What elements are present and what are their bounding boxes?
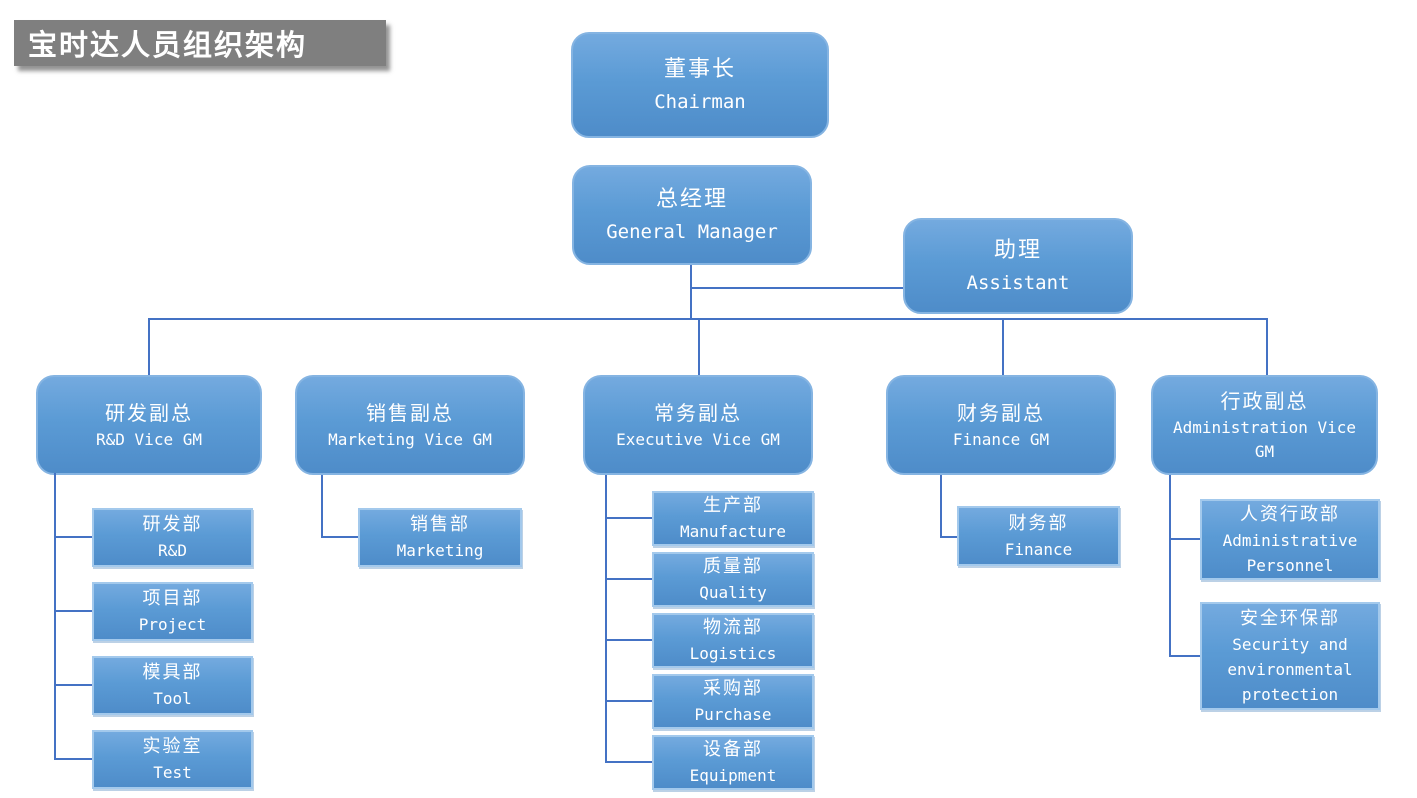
node-label-en: Finance GM	[952, 430, 1050, 449]
org-node-vp-admin: 行政副总 Administration Vice GM	[1151, 375, 1378, 475]
org-node-dept-admin-personnel: 人资行政部 Administrative Personnel	[1200, 499, 1380, 580]
connector-stub-dept-quality	[605, 578, 652, 580]
node-label-en: Quality	[699, 583, 767, 602]
org-node-dept-test: 实验室 Test	[92, 730, 253, 789]
node-label-en: Marketing	[396, 541, 484, 560]
connector-spine-marketing	[321, 475, 323, 538]
connector-stub-dept-purchase	[605, 700, 652, 702]
connector-spine-admin	[1169, 475, 1171, 657]
org-node-dept-equipment: 设备部 Equipment	[652, 735, 814, 790]
node-label-zh: 生产部	[703, 495, 763, 516]
page-title: 宝时达人员组织架构	[14, 20, 386, 66]
org-node-dept-project: 项目部 Project	[92, 582, 253, 641]
org-node-vp-marketing: 销售副总 Marketing Vice GM	[295, 375, 525, 475]
connector-drop-vp-rd	[148, 318, 150, 375]
node-label-zh: 人资行政部	[1240, 503, 1340, 525]
org-node-dept-tool: 模具部 Tool	[92, 656, 253, 715]
node-label-zh: 研发副总	[105, 401, 193, 425]
connector-stub-dept-test	[54, 758, 92, 760]
org-node-dept-purchase: 采购部 Purchase	[652, 674, 814, 729]
node-label-en: Test	[153, 763, 192, 782]
node-label-en: R&D	[158, 541, 187, 560]
node-label-zh: 财务副总	[957, 401, 1045, 425]
node-label-zh: 物流部	[703, 617, 763, 638]
connector-drop-vp-executive	[698, 318, 700, 375]
connector-stub-dept-manufacture	[605, 517, 652, 519]
org-node-dept-logistics: 物流部 Logistics	[652, 613, 814, 668]
node-label-zh: 助理	[993, 238, 1042, 263]
connector-spine-finance	[940, 475, 942, 538]
org-node-vp-finance: 财务副总 Finance GM	[886, 375, 1116, 475]
org-node-dept-quality: 质量部 Quality	[652, 552, 814, 607]
node-label-zh: 销售副总	[366, 401, 454, 425]
node-label-en: R&D Vice GM	[96, 430, 202, 449]
node-label-zh: 采购部	[703, 678, 763, 699]
node-label-en: Manufacture	[680, 522, 786, 541]
org-node-dept-rd: 研发部 R&D	[92, 508, 253, 567]
node-label-en: Logistics	[689, 644, 777, 663]
org-node-dept-manufacture: 生产部 Manufacture	[652, 491, 814, 546]
connector-stub-dept-admin-personnel	[1169, 538, 1200, 540]
org-node-assistant: 助理 Assistant	[903, 218, 1133, 314]
node-label-zh: 安全环保部	[1240, 607, 1340, 629]
org-node-dept-marketing: 销售部 Marketing	[358, 508, 522, 567]
node-label-zh: 模具部	[142, 662, 203, 683]
connector-spine-rd	[54, 473, 56, 760]
node-label-zh: 行政副总	[1220, 389, 1309, 413]
node-label-en: Purchase	[694, 705, 772, 724]
node-label-zh: 实验室	[142, 736, 203, 757]
connector-drop-vp-finance	[1002, 318, 1004, 375]
node-label-zh: 常务副总	[654, 401, 742, 425]
node-label-en: Administrative Personnel	[1222, 530, 1358, 575]
node-label-zh: 质量部	[703, 556, 763, 577]
connector-gm-down	[690, 265, 692, 319]
node-label-zh: 设备部	[703, 739, 763, 760]
node-label-en: Security and environmental protection	[1227, 634, 1353, 704]
node-label-zh: 财务部	[1008, 512, 1069, 534]
node-label-zh: 项目部	[142, 588, 203, 609]
org-node-vp-executive: 常务副总 Executive Vice GM	[583, 375, 813, 475]
connector-drop-vp-admin	[1266, 318, 1268, 375]
connector-stub-dept-equipment	[605, 761, 652, 763]
connector-spine-executive	[605, 475, 607, 763]
connector-main-horizontal	[148, 318, 1268, 320]
node-label-en: Equipment	[689, 766, 777, 785]
org-node-dept-security-env: 安全环保部 Security and environmental protect…	[1200, 602, 1380, 710]
node-label-en: Finance	[1004, 539, 1073, 559]
connector-stub-dept-security-env	[1169, 655, 1200, 657]
node-label-en: Project	[138, 615, 207, 634]
node-label-en: Assistant	[966, 272, 1070, 294]
connector-stub-dept-marketing	[321, 536, 358, 538]
node-label-en: Executive Vice GM	[616, 430, 780, 449]
connector-stub-dept-project	[54, 610, 92, 612]
node-label-en: Marketing Vice GM	[328, 430, 492, 449]
node-label-en: General Manager	[606, 221, 778, 243]
connector-gm-assistant	[690, 287, 903, 289]
node-label-en: Tool	[153, 689, 192, 708]
connector-stub-dept-tool	[54, 684, 92, 686]
org-node-vp-rd: 研发副总 R&D Vice GM	[36, 375, 262, 475]
org-node-chairman: 董事长 Chairman	[571, 32, 829, 138]
node-label-zh: 董事长	[663, 57, 736, 82]
connector-stub-dept-logistics	[605, 639, 652, 641]
node-label-en: Administration Vice GM	[1172, 418, 1357, 461]
org-node-general-manager: 总经理 General Manager	[572, 165, 812, 265]
node-label-zh: 总经理	[655, 187, 728, 212]
connector-stub-dept-rd	[54, 536, 92, 538]
org-node-dept-finance: 财务部 Finance	[957, 506, 1120, 566]
connector-stub-dept-finance	[940, 536, 957, 538]
node-label-zh: 研发部	[142, 514, 203, 535]
node-label-zh: 销售部	[410, 514, 470, 535]
node-label-en: Chairman	[654, 91, 746, 113]
